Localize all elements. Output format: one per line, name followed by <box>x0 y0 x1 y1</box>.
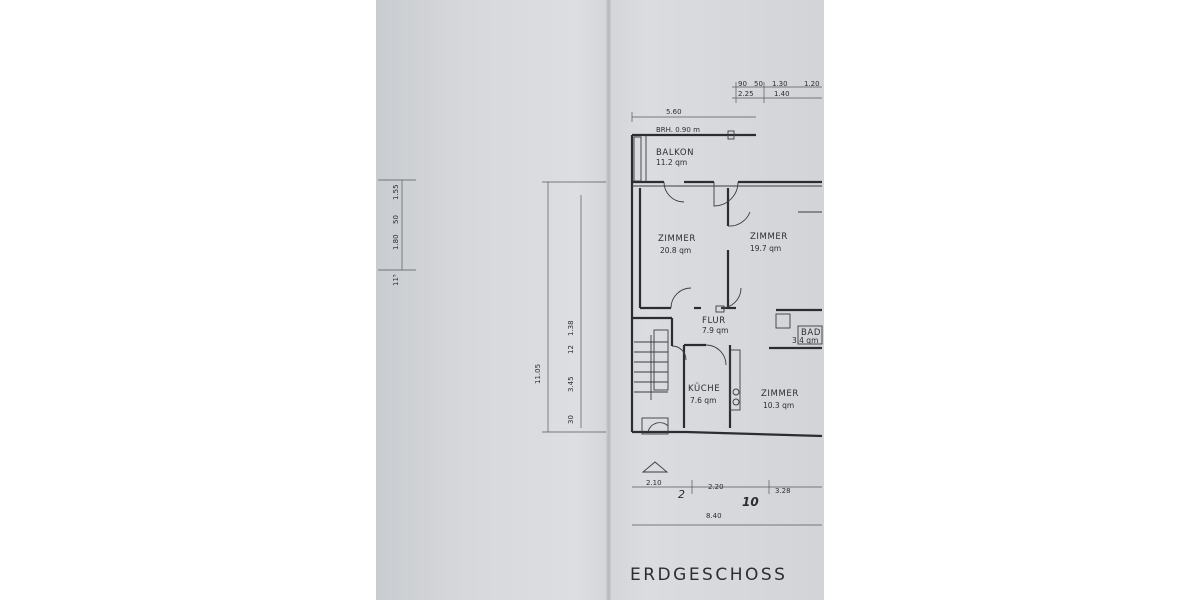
dim-balkon-width: 5.60 <box>666 108 682 116</box>
room-area-bad: 3.4 qm <box>792 336 818 345</box>
handwriting-10: 10 <box>742 495 759 509</box>
dim-total-width: 8.40 <box>706 512 722 520</box>
room-area-zimmer-1: 20.8 qm <box>660 246 691 255</box>
dim-top-4: 1.20 <box>804 80 820 88</box>
room-name-zimmer-1: ZIMMER <box>658 234 696 244</box>
dim-bottom-1: 2.10 <box>646 479 662 487</box>
dim-left-1: 1.55 <box>392 184 400 200</box>
plan-sheet: BALKON 11.2 qm ZIMMER 20.8 qm ZIMMER 19.… <box>376 0 824 600</box>
paper-fold <box>606 0 612 600</box>
room-area-zimmer-3: 10.3 qm <box>763 401 794 410</box>
dimension-lines <box>378 82 822 526</box>
room-area-flur: 7.9 qm <box>702 326 728 335</box>
room-name-flur: FLUR <box>702 316 726 326</box>
dim-height-1: 1.38 <box>567 320 575 336</box>
dim-bottom-3: 3.28 <box>775 487 791 495</box>
dim-top-2: 50 <box>754 80 763 88</box>
plan-title: ERDGESCHOSS <box>630 565 787 585</box>
dim-bottom-2: 2.20 <box>708 483 724 491</box>
room-name-zimmer-2: ZIMMER <box>750 232 788 242</box>
room-area-balkon: 11.2 qm <box>656 158 687 167</box>
dim-left-2: 50 <box>392 215 400 224</box>
room-area-kueche: 7.6 qm <box>690 396 716 405</box>
floor-plan: BALKON 11.2 qm ZIMMER 20.8 qm ZIMMER 19.… <box>378 80 823 585</box>
dim-height-3: 3.45 <box>567 376 575 392</box>
details <box>632 130 823 473</box>
dim-top2-2: 1.40 <box>774 90 790 98</box>
walls <box>630 133 823 438</box>
dim-height-4: 30 <box>567 415 575 424</box>
handwriting-2: 2 <box>678 488 685 501</box>
dim-top-3: 1.30 <box>772 80 788 88</box>
dim-left-3: 1.80 <box>392 234 400 250</box>
dim-left-small: 11⁵ <box>392 274 400 286</box>
dim-height-total: 11.05 <box>534 364 542 384</box>
dim-height-2: 12 <box>567 345 575 354</box>
dim-top-1: 90 <box>738 80 747 88</box>
room-name-balkon: BALKON <box>656 148 694 158</box>
room-name-bad: BAD <box>801 328 821 338</box>
room-name-zimmer-3: ZIMMER <box>761 389 799 399</box>
room-area-zimmer-2: 19.7 qm <box>750 244 781 253</box>
dim-top2-1: 2.25 <box>738 90 754 98</box>
room-name-kueche: KÜCHE <box>688 383 720 394</box>
brh-note: BRH. 0.90 m <box>656 126 700 134</box>
